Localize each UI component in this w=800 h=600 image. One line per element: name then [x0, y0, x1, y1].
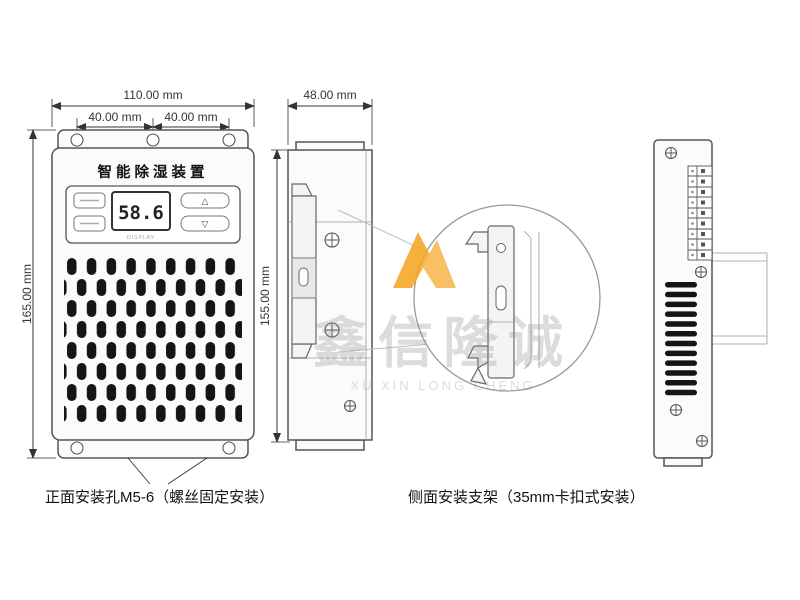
side-dimensions: 48.00 mm 155.00 mm: [258, 88, 373, 443]
side-view: 48.00 mm 155.00 mm: [258, 88, 373, 451]
lcd-display: [111, 191, 171, 231]
down-arrow-icon: ▽: [202, 220, 209, 230]
front-body: 智能除湿装置 58.6 DISPLAY △ ▽: [51, 129, 255, 459]
mounting-hole-icon: [222, 133, 236, 147]
lcd-label: DISPLAY: [127, 235, 155, 241]
din-clip-detail: [464, 225, 540, 385]
up-arrow-icon: △: [202, 197, 209, 207]
mounting-hole-icon: [70, 441, 84, 455]
up-button[interactable]: [180, 192, 230, 209]
dim-front-width: 110.00 mm: [123, 88, 182, 102]
brand-logo-icon: [393, 232, 456, 288]
dim-front-height: 165.00 mm: [20, 264, 34, 324]
terminal-block: [687, 165, 713, 261]
device-title: 智能除湿装置: [98, 163, 209, 181]
din-rail: [712, 252, 768, 345]
mounting-hole-icon: [222, 441, 236, 455]
callout-line: [337, 343, 433, 353]
detail-spring-tip: [470, 366, 488, 385]
detail-slot: [495, 285, 507, 311]
detail-callout: [413, 204, 601, 392]
front-note-group: 正面安装孔M5-6（螺丝固定安装）: [45, 457, 274, 506]
dim-side-width: 48.00 mm: [303, 88, 356, 102]
watermark-en: XU XIN LONG CHENG: [350, 378, 535, 393]
side-screws: [324, 232, 357, 413]
mounting-hole-icon: [70, 133, 84, 147]
din-clip-side: [291, 183, 317, 359]
vent-grille: [64, 256, 242, 426]
control-panel: 58.6 DISPLAY △ ▽: [65, 185, 241, 244]
detail-hole: [496, 243, 506, 253]
dim-side-height: 155.00 mm: [258, 266, 272, 326]
right-foot: [663, 457, 703, 467]
front-view: 110.00 mm 40.00 mm 40.00 mm 165.00 mm 智能…: [20, 88, 274, 506]
front-note: 正面安装孔M5-6（螺丝固定安装）: [45, 489, 274, 506]
side-note: 侧面安装支架（35mm卡扣式安装）: [408, 489, 645, 506]
watermark-cn: 鑫信隆诚: [313, 312, 573, 374]
down-button[interactable]: [180, 215, 230, 232]
side-bottom-cap: [295, 439, 365, 451]
dim-hole-left: 40.00 mm: [88, 110, 141, 124]
clip-slot: [298, 267, 309, 287]
side-body: [287, 141, 373, 451]
side-vent-slots: [665, 282, 697, 396]
watermark: 鑫信隆诚 XU XIN LONG CHENG: [313, 232, 573, 393]
mounting-hole-icon: [146, 133, 160, 147]
right-view: [653, 139, 768, 467]
right-screws: [664, 146, 709, 448]
front-dimensions: 110.00 mm 40.00 mm 40.00 mm 165.00 mm: [20, 88, 255, 459]
dim-hole-right: 40.00 mm: [164, 110, 217, 124]
lcd-value: 58.6: [118, 202, 164, 224]
